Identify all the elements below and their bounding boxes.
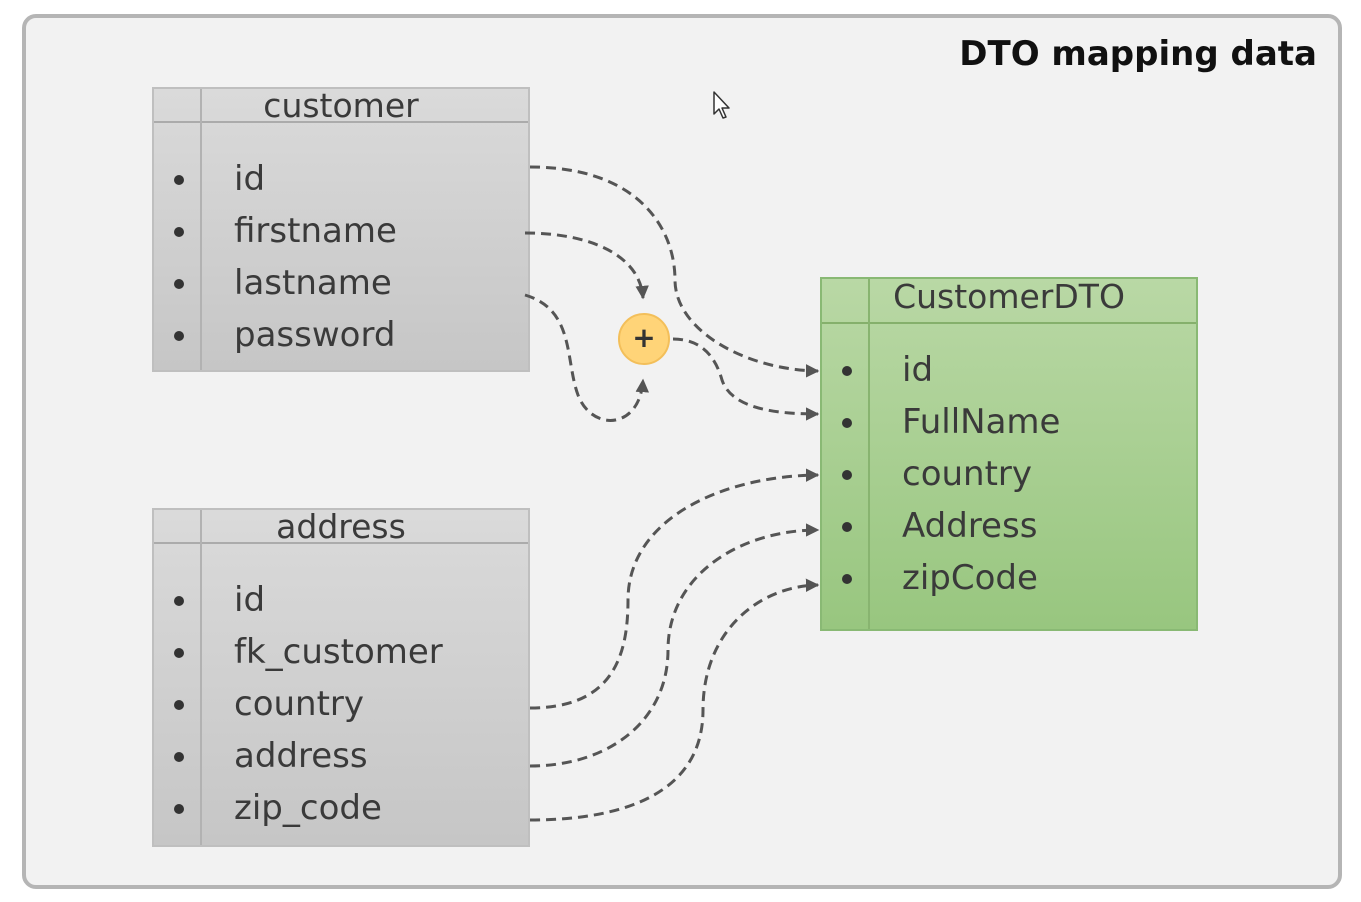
- bullet-icon: [174, 752, 184, 762]
- field-name: firstname: [234, 211, 397, 251]
- arrow-firstname-to-combiner: [524, 231, 649, 300]
- table-name: address: [276, 507, 406, 546]
- bullet-icon: [174, 700, 184, 710]
- table-header: [154, 510, 528, 544]
- arrow-lastname-to-combiner: [524, 293, 649, 422]
- plus-merge-icon: +: [618, 313, 670, 365]
- bullet-icon: [174, 648, 184, 658]
- field-name: fk_customer: [234, 632, 443, 672]
- field-name: address: [234, 736, 368, 776]
- customer-table: customer id firstname lastname password: [152, 86, 530, 372]
- mouse-pointer-icon: [713, 91, 730, 119]
- bullet-icon: [842, 366, 852, 376]
- field-name: password: [234, 315, 396, 355]
- field-name: id: [234, 580, 266, 620]
- customer-dto-table: CustomerDTO id FullName country Address …: [820, 277, 1198, 631]
- field-name: zipCode: [902, 558, 1038, 598]
- table-header: [154, 89, 528, 123]
- table-column-divider: [868, 279, 870, 629]
- field-name: country: [234, 684, 365, 724]
- bullet-icon: [174, 279, 184, 289]
- address-table: address id fk_customer country address z…: [152, 507, 530, 847]
- field-name: country: [902, 454, 1033, 494]
- arrow-combiner-to-fullname: [672, 337, 820, 421]
- table-column-divider: [200, 89, 202, 370]
- bullet-icon: [842, 522, 852, 532]
- diagram-title: DTO mapping data: [959, 34, 1317, 74]
- table-name: CustomerDTO: [893, 277, 1125, 316]
- bullet-icon: [174, 596, 184, 606]
- field-name: FullName: [902, 402, 1061, 442]
- arrow-country-to-country: [529, 468, 820, 710]
- field-name: id: [902, 350, 934, 390]
- arrow-zipcode-to-zipcode: [529, 578, 820, 822]
- bullet-icon: [174, 804, 184, 814]
- table-name: customer: [263, 86, 419, 125]
- bullet-icon: [842, 470, 852, 480]
- bullet-icon: [174, 175, 184, 185]
- field-name: id: [234, 159, 266, 199]
- field-name: lastname: [234, 263, 392, 303]
- bullet-icon: [174, 227, 184, 237]
- field-name: Address: [902, 506, 1038, 546]
- bullet-icon: [174, 331, 184, 341]
- bullet-icon: [842, 574, 852, 584]
- table-column-divider: [200, 510, 202, 845]
- arrow-address-to-address: [529, 523, 820, 768]
- field-name: zip_code: [234, 788, 382, 828]
- arrow-id-to-id: [529, 165, 820, 378]
- table-header: [822, 279, 1196, 324]
- bullet-icon: [842, 418, 852, 428]
